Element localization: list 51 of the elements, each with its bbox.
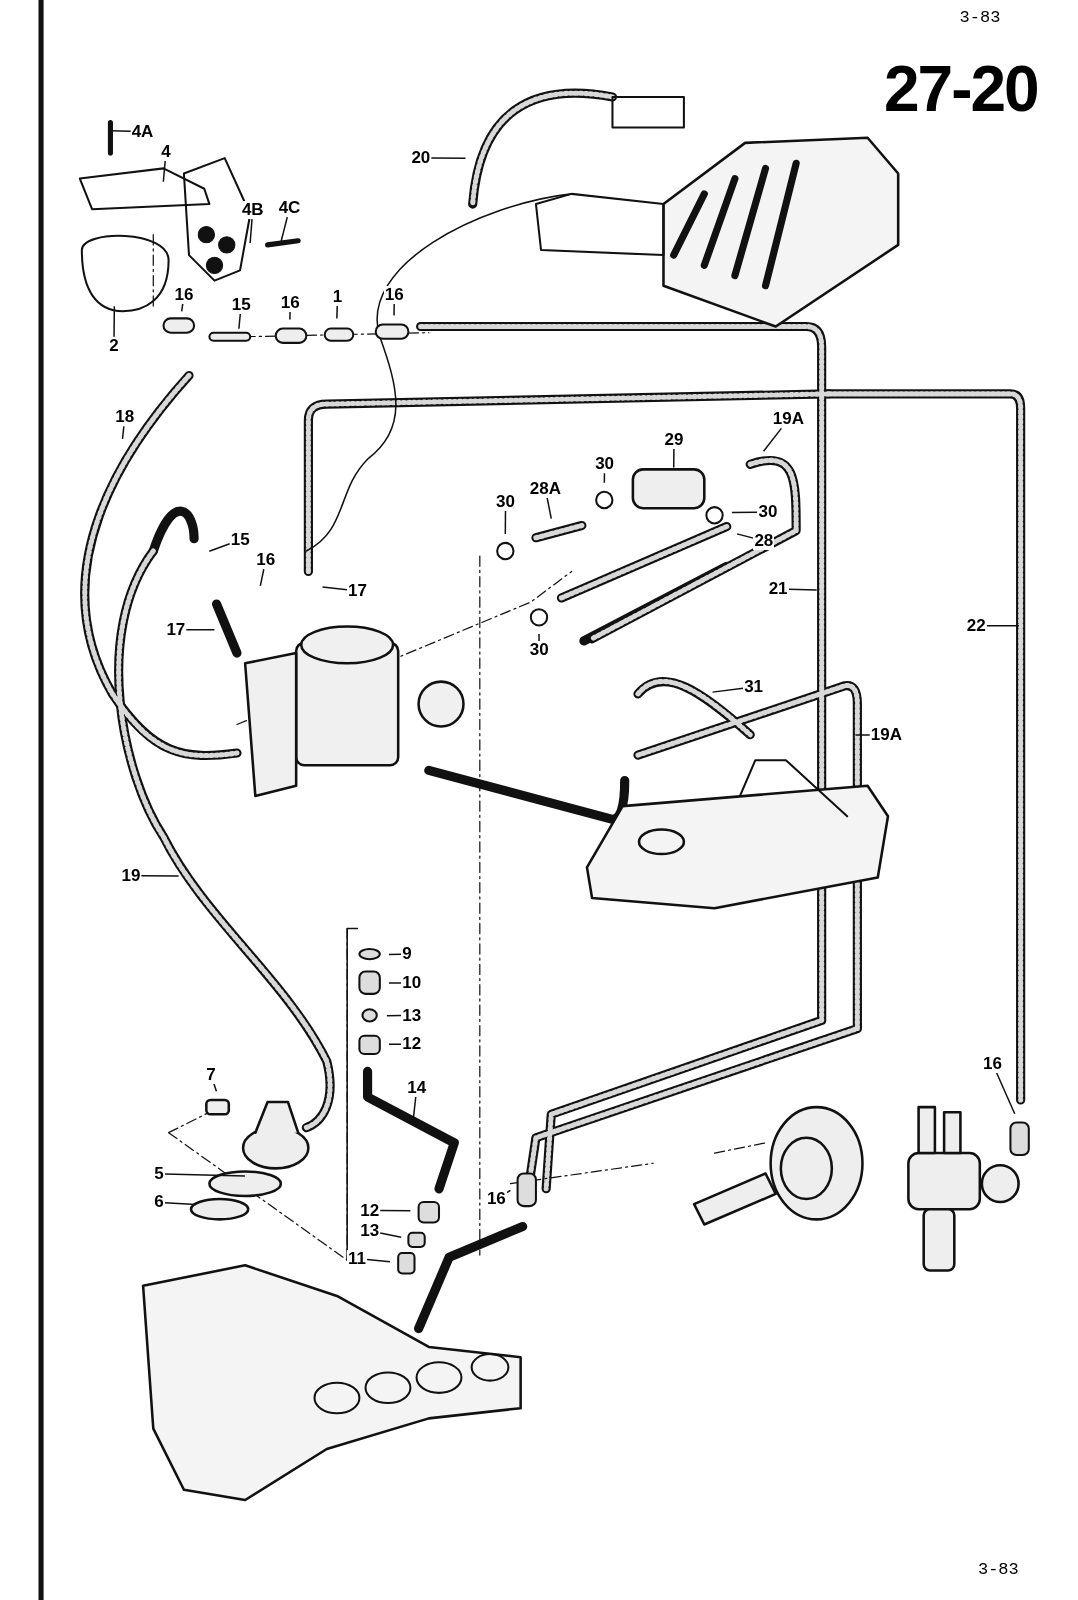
catalog-date: 3-83 — [959, 8, 1001, 28]
leader-line — [504, 510, 507, 535]
callout-number: 1 — [331, 287, 344, 306]
leader-line — [162, 160, 166, 183]
leader-line — [113, 305, 116, 338]
leader-line — [140, 875, 180, 877]
leader-line — [185, 628, 216, 631]
leader-line — [163, 1173, 246, 1177]
leader-line — [280, 216, 288, 244]
callout-number: 16 — [383, 285, 405, 304]
callout-number: 16 — [982, 1054, 1003, 1073]
leader-line — [336, 305, 338, 320]
leader-line — [787, 588, 818, 591]
leader-line — [366, 1258, 391, 1263]
leader-line — [430, 157, 467, 159]
callout-number: 29 — [663, 430, 685, 449]
catalog-date: 3-83 — [977, 1559, 1019, 1579]
leader-line — [289, 311, 291, 321]
leader-line — [259, 568, 265, 587]
leader-line — [379, 1232, 402, 1238]
leader-line — [538, 633, 540, 642]
callout-number: 7 — [205, 1065, 217, 1084]
callout-number: 4B — [240, 201, 265, 220]
leader-line — [238, 313, 242, 330]
leader-line — [736, 533, 755, 539]
leader-line — [121, 425, 125, 440]
leader-line — [163, 1201, 197, 1206]
page-number: 27-20 — [884, 52, 1038, 126]
callout-number: 28 — [753, 531, 775, 550]
callout-number: 4 — [160, 142, 172, 161]
leader-line — [673, 448, 675, 469]
leader-line — [762, 427, 783, 452]
leader-line — [995, 1071, 1016, 1115]
leader-line — [388, 982, 402, 984]
leader-line — [180, 303, 184, 313]
leader-line — [393, 303, 395, 317]
callout-number: 28A — [528, 479, 562, 498]
leader-line — [249, 218, 253, 244]
leader-line — [388, 1043, 402, 1046]
leader-line — [412, 1096, 417, 1119]
leader-line — [506, 1189, 512, 1194]
leader-line — [711, 687, 744, 693]
leader-line — [379, 1209, 412, 1212]
leader-line — [208, 542, 231, 552]
leader-line — [854, 734, 871, 736]
leader-line — [985, 624, 1020, 627]
leader-line — [321, 586, 348, 591]
leader-line — [731, 511, 759, 514]
callout-number: 16 — [173, 285, 195, 304]
leader-line — [546, 497, 552, 520]
leader-line — [213, 1083, 218, 1092]
